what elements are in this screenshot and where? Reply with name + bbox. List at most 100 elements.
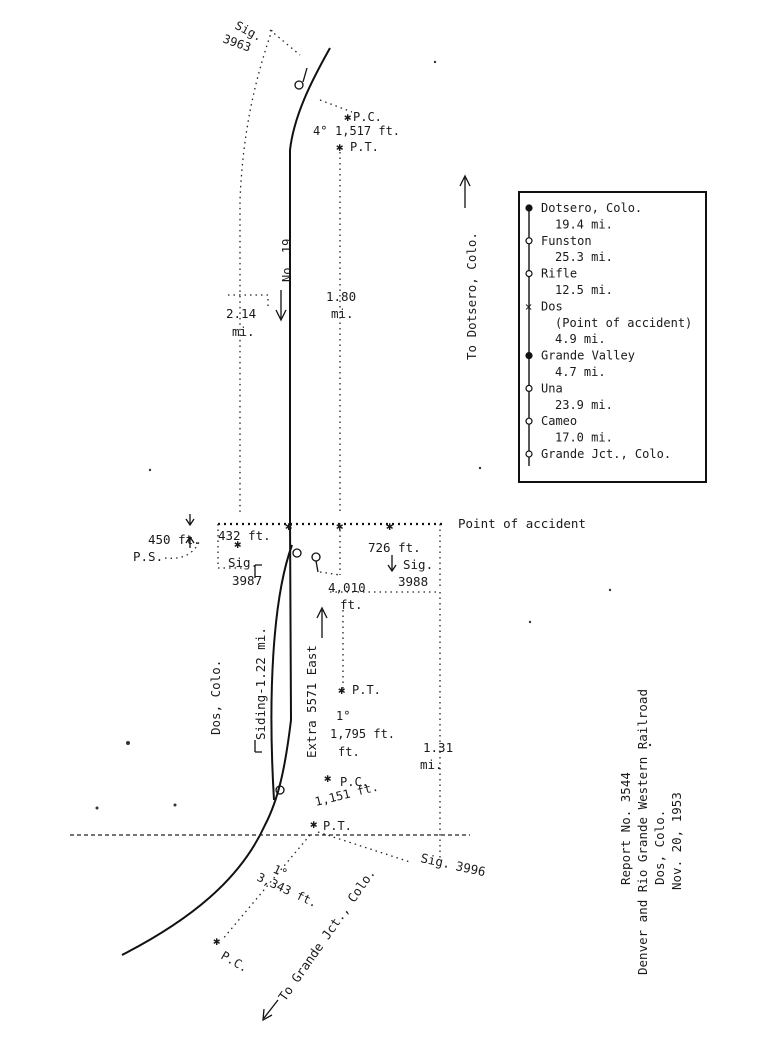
legend-entry: Cameo (541, 414, 577, 428)
sig-3996-number: 3996 (454, 858, 487, 879)
legend-entry: (Point of accident) (555, 316, 692, 330)
legend-entry: Una (541, 381, 563, 395)
legend-entry: 4.9 mi. (555, 332, 606, 346)
dist-726: 726 ft. (368, 540, 421, 555)
legend-accident-marker: ✕ (525, 299, 532, 313)
sig-3988-marker: ✱ (386, 519, 393, 533)
signal-marker-siding (275, 785, 285, 795)
train-extra-arrow (316, 606, 328, 638)
legend-station-marker (525, 450, 533, 458)
legend-entry: 23.9 mi. (555, 398, 613, 412)
legend-station-marker (525, 270, 533, 278)
to-dotsero-arrow (459, 174, 471, 208)
curve-mid-length: 1,795 ft. (330, 727, 395, 741)
dist-214: 2.14 (226, 306, 256, 321)
dist-450: 450 ft. (148, 532, 201, 547)
legend-entry: Funston (541, 234, 592, 248)
legend-entry: Dos (541, 299, 563, 313)
pc-bottom-label: P.C. (219, 948, 251, 975)
ps-leader (164, 539, 201, 559)
dist-4010-unit: ft. (340, 597, 363, 612)
report-line3: Dos, Colo. (652, 810, 667, 885)
switch-markers (275, 67, 321, 795)
legend-entry: 12.5 mi. (555, 283, 613, 297)
legend-entry: 17.0 mi. (555, 431, 613, 445)
legend-entry: Grande Jct., Colo. (541, 447, 671, 461)
legend-station-marker (525, 384, 533, 392)
legend-station-marker (525, 417, 533, 425)
report-block: Report No. 3544 Denver and Rio Grande We… (618, 689, 684, 975)
d4010-leader (319, 571, 341, 576)
dist-4010: 4,010 (328, 580, 366, 595)
report-line1: Report No. 3544 (618, 772, 633, 885)
curve-top-degree: 4° (313, 124, 327, 138)
pt-mid-label: P.T. (352, 683, 381, 697)
signal-marker-left (292, 548, 302, 558)
d214-bracket (228, 294, 269, 310)
pt-mid-marker: ✱ (338, 683, 345, 697)
pt-top-marker: ✱ (336, 140, 343, 154)
curve-bottom-degree: 1° (271, 862, 290, 881)
dist-180: 1.80 (326, 289, 356, 304)
pc-bottom-leader (221, 834, 311, 941)
ps-label: P.S. (133, 549, 163, 564)
train-extra-label: Extra 5571 East (304, 645, 319, 758)
legend: Dotsero, Colo. 19.4 mi. Funston 25.3 mi. Rif… (525, 201, 692, 461)
sig-3988-label: Sig. (403, 557, 433, 572)
dist-214-unit: mi. (232, 324, 255, 339)
legend-entry: 25.3 mi. (555, 250, 613, 264)
pt-bottom-marker: ✱ (310, 817, 317, 831)
pc-top-marker: ✱ (344, 110, 351, 124)
pc-top-leader (319, 99, 353, 113)
curve-mid-degree: 1° (336, 709, 350, 723)
sig3988-bracket (330, 524, 441, 593)
dist-131: 1.31 (423, 740, 453, 755)
scan-specks (95, 60, 652, 810)
pc-top-label: P.C. (353, 110, 382, 124)
legend-entry: Grande Valley (541, 349, 635, 363)
report-line4: Nov. 20, 1953 (669, 792, 684, 890)
legend-entry: 4.7 mi. (555, 365, 606, 379)
sig3996-leader (317, 831, 411, 863)
report-line2: Denver and Rio Grande Western Railroad (635, 689, 650, 975)
to-dotsero-label: To Dotsero, Colo. (464, 232, 479, 360)
pc-bottom-marker: ✱ (213, 934, 220, 948)
ps-arrow-down (185, 514, 195, 527)
legend-entry: Rifle (541, 267, 577, 281)
to-grande-jct-arrow (262, 999, 279, 1022)
sig3963-dist-line (239, 29, 273, 515)
sig3963-leader (269, 29, 301, 56)
sig-3987-number: 3987 (232, 573, 262, 588)
train-no19-label: No. 19 (280, 239, 294, 282)
signal-3963-marker (294, 80, 304, 90)
sig-3988-arrow (387, 555, 397, 573)
legend-entry: 19.4 mi. (555, 217, 613, 231)
pt-bottom-label: P.T. (323, 819, 352, 833)
pt-top-label: P.T. (350, 140, 379, 154)
sig3987-bracket (217, 524, 245, 569)
legend-box (518, 191, 707, 483)
accident-marker: ✱ (285, 519, 292, 533)
dist-180-unit: mi. (331, 306, 354, 321)
legend-station-marker (525, 204, 533, 212)
curve-mid-unit: ft. (338, 745, 360, 759)
sig-3987-marker: ✱ (234, 537, 241, 551)
ps-arrow-up (185, 535, 195, 548)
point-of-accident-label: Point of accident (458, 516, 586, 531)
legend-station-marker (525, 237, 533, 245)
sig-3996-label: Sig. (419, 850, 452, 871)
signal-marker-right (311, 552, 321, 562)
dos-colo-label: Dos, Colo. (208, 660, 223, 735)
legend-entry: Dotsero, Colo. (541, 201, 642, 215)
accident-marker-2: ✱ (336, 519, 343, 533)
curve-bottom-length2: 3,343 ft. (255, 870, 320, 910)
siding-label: Siding-1.22 mi. (253, 627, 268, 740)
legend-station-marker (525, 352, 533, 360)
sig-3988-number: 3988 (398, 574, 428, 589)
dist-432: 432 ft. (218, 528, 271, 543)
siding-bracket (254, 564, 262, 753)
pc-mid-label: P.C. (340, 775, 369, 789)
curve-top-length: 1,517 ft. (335, 124, 400, 138)
